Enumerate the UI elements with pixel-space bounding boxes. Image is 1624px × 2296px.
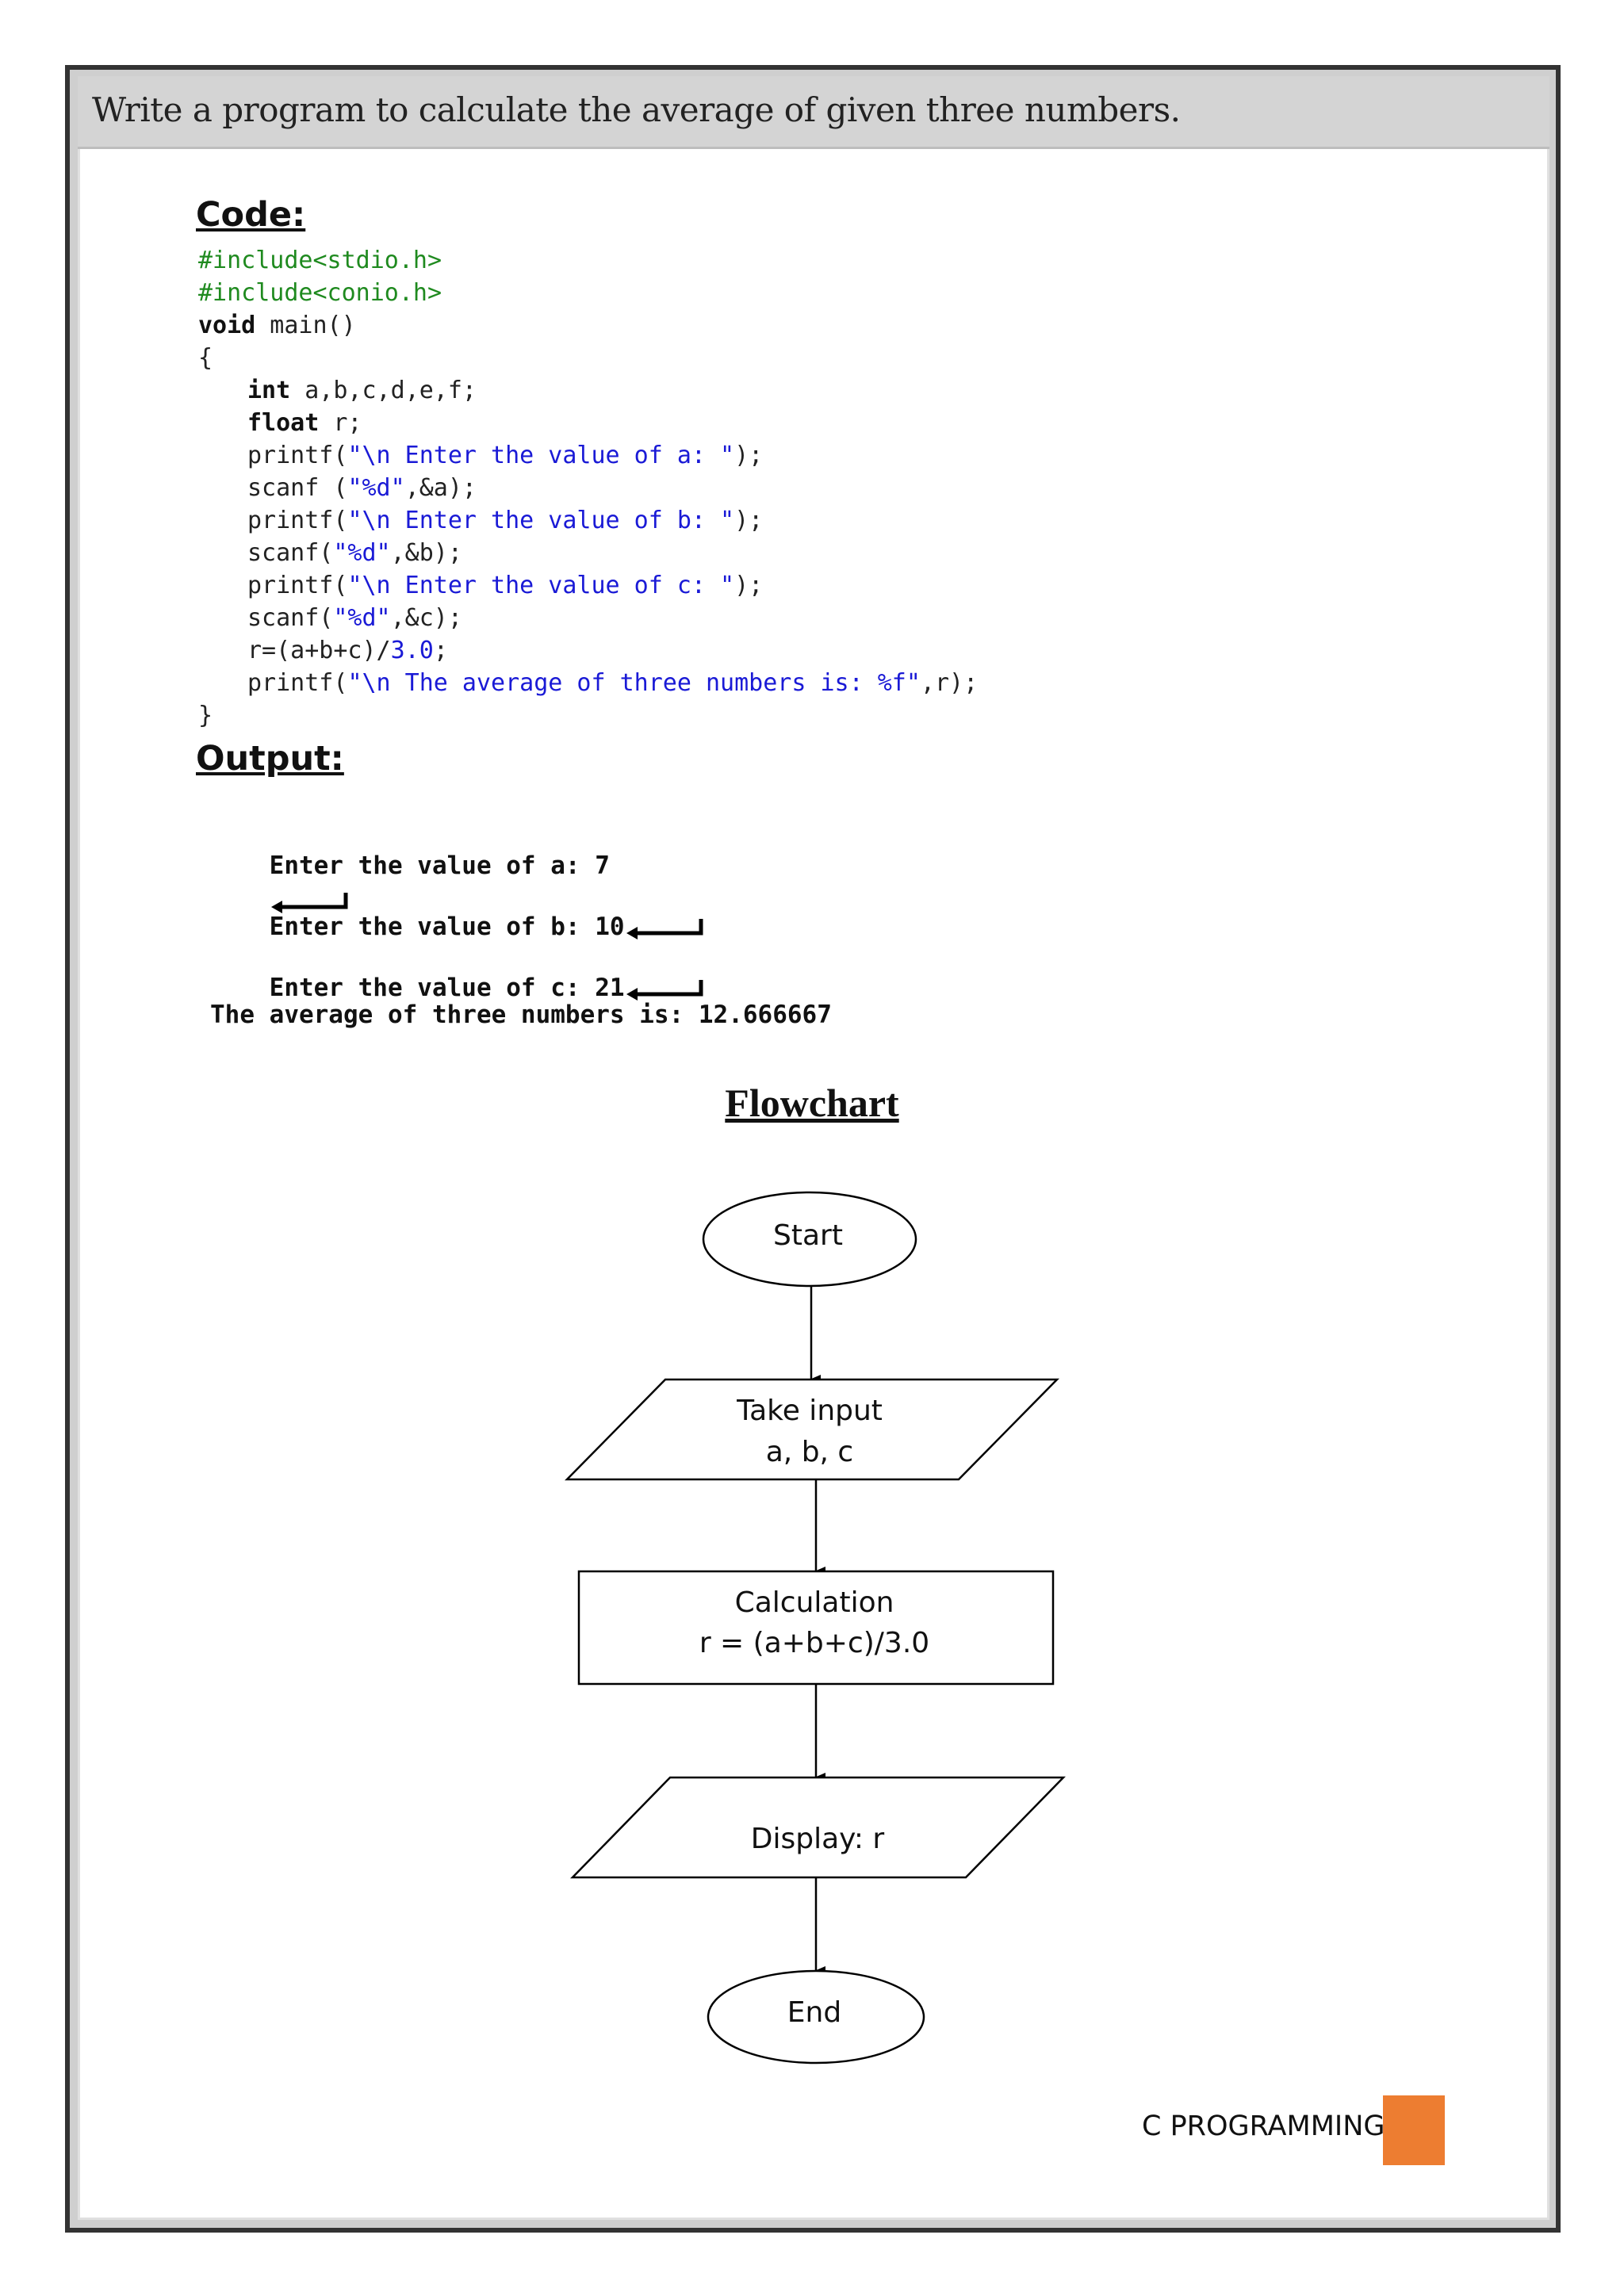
keyword-float: float xyxy=(247,409,320,437)
display-label: Display: r xyxy=(751,1823,885,1855)
code-text: ,&b); xyxy=(390,539,462,567)
start-terminator xyxy=(702,1191,917,1288)
page-title: Write a program to calculate the average… xyxy=(92,90,1181,129)
footer-label: C PROGRAMMING xyxy=(1142,2110,1385,2142)
input-parallelogram xyxy=(565,1378,1059,1481)
enter-key-icon xyxy=(626,918,703,939)
code-text: scanf( xyxy=(247,604,334,632)
code-text: ); xyxy=(734,507,764,534)
string-literal: "\n Enter the value of c: " xyxy=(347,572,735,599)
flowchart-title: Flowchart xyxy=(725,1081,899,1125)
code-line-printf-result: printf("\n The average of three numbers … xyxy=(247,667,978,699)
keyword-int: int xyxy=(247,377,291,404)
input-label-line2: a, b, c xyxy=(766,1436,853,1468)
display-parallelogram xyxy=(570,1776,1066,1879)
start-label: Start xyxy=(773,1219,843,1252)
code-line-calc: r=(a+b+c)/3.0; xyxy=(247,634,448,667)
code-text: main() xyxy=(255,312,356,339)
code-line-close-brace: } xyxy=(198,702,213,729)
code-line-float-decl: float r; xyxy=(247,407,362,439)
input-label-line1: Take input xyxy=(736,1395,883,1427)
code-text: ); xyxy=(734,442,764,469)
output-line-result: The average of three numbers is: 12.6666… xyxy=(210,1001,832,1029)
code-line-printf-b: printf("\n Enter the value of b: "); xyxy=(247,504,763,537)
string-literal: "%d" xyxy=(347,474,405,502)
code-text: a,b,c,d,e,f; xyxy=(290,377,477,404)
code-text: printf( xyxy=(247,669,348,697)
string-literal: "%d" xyxy=(333,539,391,567)
code-heading: Code: xyxy=(196,195,306,235)
end-label: End xyxy=(787,1996,841,2029)
enter-key-icon xyxy=(626,979,703,1001)
string-literal: "\n Enter the value of b: " xyxy=(347,507,735,534)
keyword-void: void xyxy=(198,312,256,339)
enter-key-icon xyxy=(270,892,348,913)
code-line-open-brace: { xyxy=(198,344,213,372)
string-literal: "\n The average of three numbers is: %f" xyxy=(347,669,921,697)
code-text: r=(a+b+c)/ xyxy=(247,637,391,664)
calc-label-line1: Calculation xyxy=(735,1586,894,1619)
code-line-main: void main() xyxy=(198,309,356,342)
code-text: ,&c); xyxy=(390,604,462,632)
code-line-include-stdio: #include<stdio.h> xyxy=(198,247,442,274)
output-heading: Output: xyxy=(196,739,344,779)
output-line-a: Enter the value of a: 7 xyxy=(210,813,610,913)
calculation-process-box xyxy=(577,1570,1055,1686)
code-line-scanf-a: scanf ("%d",&a); xyxy=(247,472,477,504)
code-text: printf( xyxy=(247,442,348,469)
code-line-printf-c: printf("\n Enter the value of c: "); xyxy=(247,569,763,602)
code-text: ,r); xyxy=(920,669,979,697)
title-bar: Write a program to calculate the average… xyxy=(78,76,1549,149)
code-line-scanf-c: scanf("%d",&c); xyxy=(247,602,462,634)
string-literal: "%d" xyxy=(333,604,391,632)
output-line-b: Enter the value of b: 10 xyxy=(210,874,704,941)
code-text: scanf ( xyxy=(247,474,348,502)
output-text: Enter the value of b: 10 xyxy=(269,913,625,941)
code-text: ); xyxy=(734,572,764,599)
code-text: printf( xyxy=(247,572,348,599)
output-line-c: Enter the value of c: 21 xyxy=(210,936,704,1002)
calc-label-line2: r = (a+b+c)/3.0 xyxy=(699,1627,929,1659)
number-literal: 3.0 xyxy=(390,637,434,664)
code-text: scanf( xyxy=(247,539,334,567)
code-text: printf( xyxy=(247,507,348,534)
code-text: r; xyxy=(319,409,362,437)
code-line-int-decl: int a,b,c,d,e,f; xyxy=(247,374,477,407)
code-line-include-conio: #include<conio.h> xyxy=(198,279,442,307)
code-line-scanf-b: scanf("%d",&b); xyxy=(247,537,462,569)
code-text: ,&a); xyxy=(404,474,477,502)
end-terminator xyxy=(707,1969,925,2064)
string-literal: "\n Enter the value of a: " xyxy=(347,442,735,469)
code-line-printf-a: printf("\n Enter the value of a: "); xyxy=(247,439,763,472)
footer-accent-block xyxy=(1383,2095,1445,2165)
code-text: ; xyxy=(433,637,448,664)
output-text: Enter the value of a: 7 xyxy=(269,851,610,880)
output-text: Enter the value of c: 21 xyxy=(269,974,625,1002)
